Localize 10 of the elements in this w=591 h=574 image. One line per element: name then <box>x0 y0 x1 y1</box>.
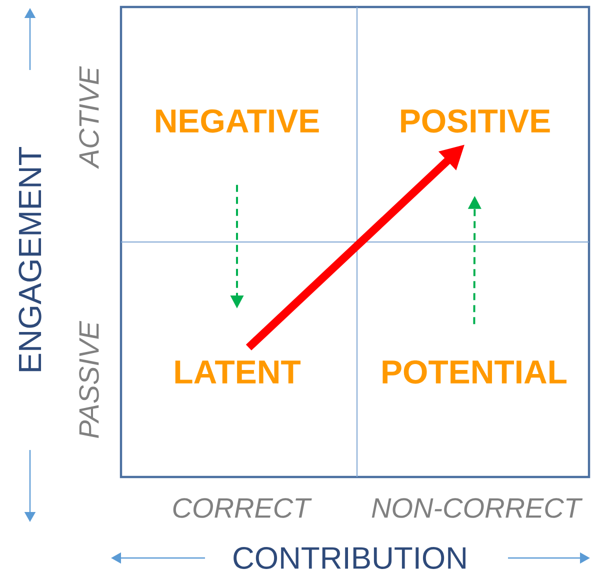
axis-title: CONTRIBUTION <box>234 547 466 569</box>
axis-value: NON-CORRECT <box>372 498 583 518</box>
quadrant-label: LATENT <box>175 360 300 384</box>
quadrant-label: POTENTIAL <box>382 360 566 384</box>
quadrant-label: POSITIVE <box>401 109 550 133</box>
axis-value: ACTIVE <box>79 66 99 169</box>
quadrant-label: NEGATIVE <box>156 109 319 133</box>
axis-value: PASSIVE <box>79 320 99 438</box>
axis-value: CORRECT <box>173 498 312 518</box>
axis-title: ENGAGEMENT <box>18 146 42 372</box>
